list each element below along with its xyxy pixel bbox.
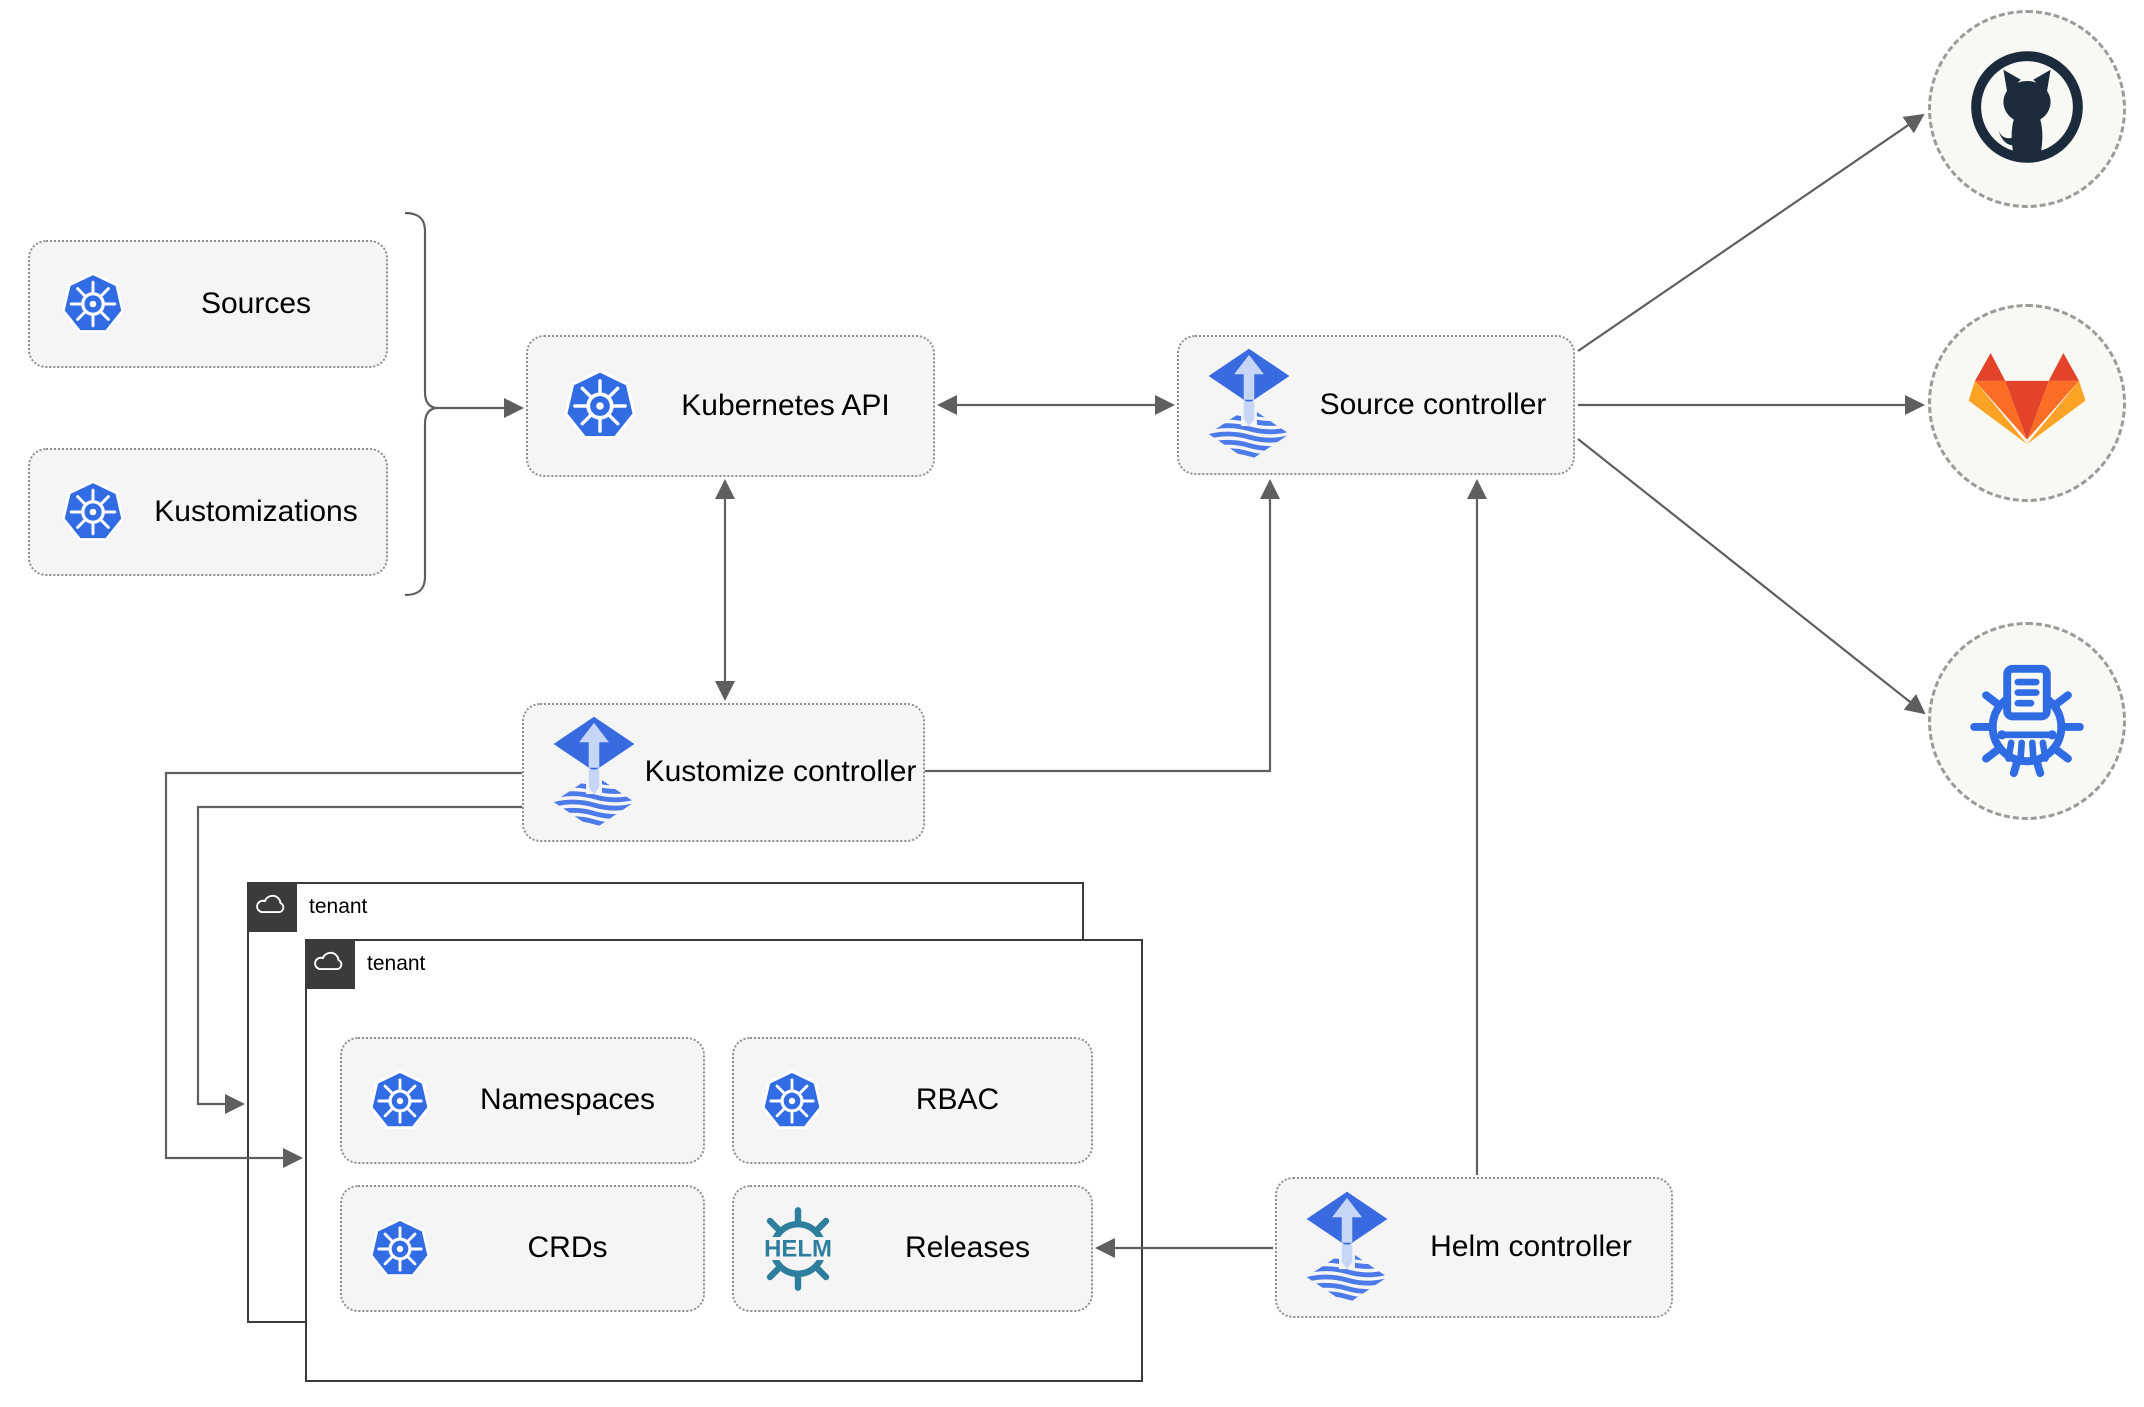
node-github [1928, 10, 2126, 208]
node-namespaces: Namespaces [340, 1037, 705, 1164]
node-crds-label: CRDs [527, 1231, 608, 1265]
chartmuseum-icon [1961, 653, 2093, 790]
sources-group-brace [404, 211, 437, 597]
node-kustomizations-label: Kustomizations [154, 494, 358, 528]
node-helm-controller: Helm controller [1275, 1177, 1673, 1318]
kubernetes-icon [60, 271, 126, 337]
node-kustomize-controller: Kustomize controller [522, 703, 925, 842]
node-source-controller-label: Source controller [1319, 387, 1547, 421]
node-sources: Sources [28, 240, 388, 368]
node-crds: CRDs [340, 1185, 705, 1312]
node-kustomize-controller-label: Kustomize controller [644, 755, 917, 789]
cloud-icon [313, 949, 347, 979]
kubernetes-icon [562, 368, 638, 444]
node-chartmuseum [1928, 622, 2126, 820]
node-kustomizations: Kustomizations [28, 448, 388, 576]
node-source-controller: Source controller [1177, 335, 1575, 475]
helm-icon: HELM [752, 1203, 844, 1295]
node-gitlab [1928, 304, 2126, 502]
kubernetes-icon [368, 1217, 432, 1281]
node-releases-label: Releases [904, 1231, 1031, 1265]
gitlab-icon [1968, 352, 2086, 454]
edge-source-controller-to-chartmuseum [1577, 438, 1926, 715]
node-helm-controller-label: Helm controller [1430, 1230, 1632, 1264]
tenant-inner-label: tenant [367, 952, 426, 975]
node-rbac-label: RBAC [915, 1083, 1000, 1117]
github-icon [1965, 45, 2089, 174]
edge-kustomize-to-source-controller [925, 479, 1280, 773]
node-rbac: RBAC [732, 1037, 1093, 1164]
tenant-inner-header [305, 939, 355, 989]
node-namespaces-label: Namespaces [479, 1083, 656, 1117]
tenant-outer-label: tenant [309, 895, 368, 918]
node-kubernetes-api: Kubernetes API [526, 335, 935, 477]
flux-icon [1303, 1190, 1391, 1306]
edge-source-controller-to-github [1577, 113, 1925, 352]
node-kubernetes-api-label: Kubernetes API [681, 388, 890, 422]
kubernetes-icon [60, 479, 126, 545]
kubernetes-icon [760, 1069, 824, 1133]
tenant-outer-header [247, 882, 297, 932]
cloud-icon [255, 892, 289, 922]
kubernetes-icon [368, 1069, 432, 1133]
node-sources-label: Sources [200, 286, 312, 320]
node-releases: HELM Releases [732, 1185, 1093, 1312]
helm-logo-text: HELM [764, 1235, 832, 1262]
flux-icon [550, 715, 638, 831]
flux-icon [1205, 347, 1293, 463]
